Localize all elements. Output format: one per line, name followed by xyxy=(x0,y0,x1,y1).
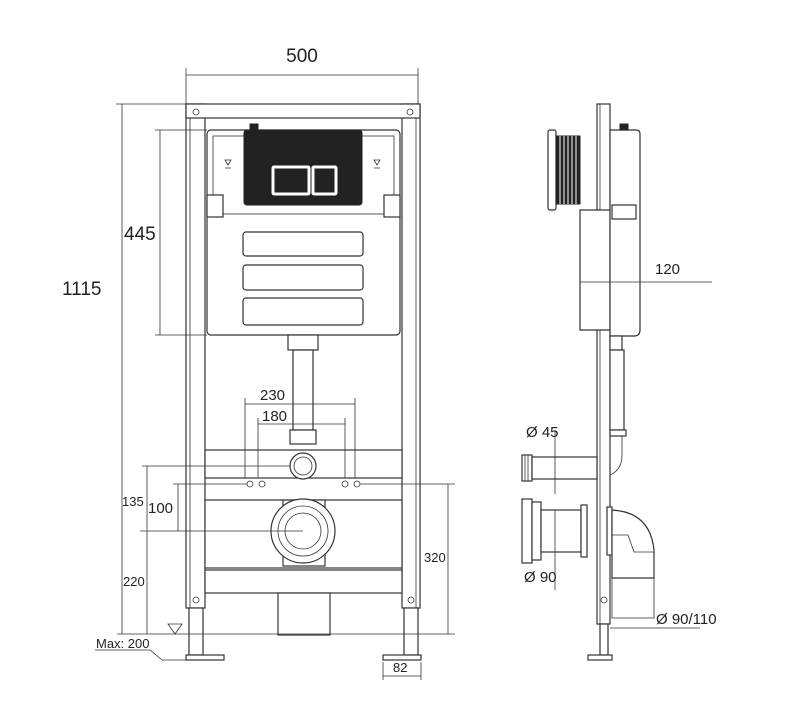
left-post xyxy=(185,103,206,609)
side-view: 120 Ø 45 Ø 90 Ø 90/110 xyxy=(521,103,717,661)
dim-width: 500 xyxy=(286,46,318,67)
front-dimensions: 500 1115 445 230 180 135 100 220 320 Max… xyxy=(62,46,455,680)
dim-cistern-height: 445 xyxy=(124,224,156,245)
outlet-pipe xyxy=(540,509,582,553)
dim-bolt-inner: 180 xyxy=(262,408,287,425)
dim-outlet-height: 220 xyxy=(123,574,145,589)
dim-depth: 120 xyxy=(655,261,680,278)
dim-foot-width: 82 xyxy=(393,660,407,675)
inlet-pipe xyxy=(531,456,598,480)
dim-bolt-height: 320 xyxy=(424,550,446,565)
bolt-holes xyxy=(246,480,361,488)
dim-leg-extension: Max: 200 xyxy=(96,636,149,651)
right-post xyxy=(401,103,421,609)
side-tank xyxy=(609,129,641,337)
dim-total-height: 1115 xyxy=(62,279,101,300)
top-rail xyxy=(185,103,421,119)
dim-outlet-diameter: Ø 90 xyxy=(524,569,557,586)
dim-drain-diameter: Ø 90/110 xyxy=(656,611,717,628)
dim-inlet-diameter: Ø 45 xyxy=(526,424,559,441)
dim-bolt-outer: 230 xyxy=(260,387,285,404)
drain-elbow xyxy=(611,509,655,579)
dim-bolt-outlet: 100 xyxy=(148,500,173,517)
dim-inlet-offset: 135 xyxy=(122,494,144,509)
front-view xyxy=(117,103,455,661)
